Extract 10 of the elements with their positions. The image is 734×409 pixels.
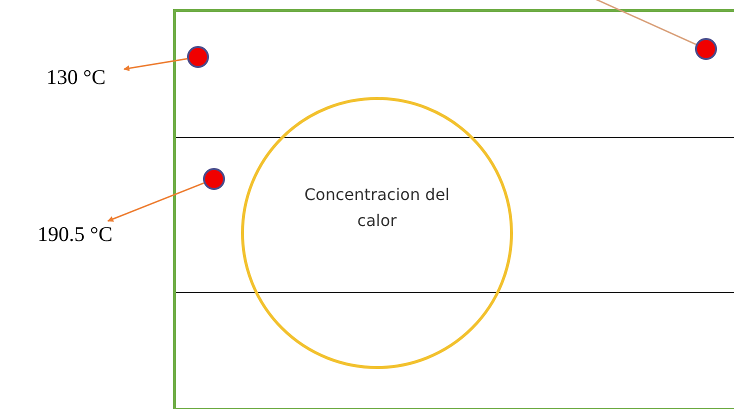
sensor-dot	[695, 38, 717, 60]
arrow	[107, 182, 204, 222]
temperature-label: 130 °C	[46, 64, 106, 90]
plate-rectangle	[173, 9, 734, 409]
zone-label: Concentracion del calor	[303, 184, 451, 232]
sensor-dot	[187, 46, 209, 68]
sensor-dot	[203, 168, 225, 190]
heat-zone-circle	[241, 97, 513, 369]
temperature-label: 190.5 °C	[38, 222, 112, 246]
arrow	[123, 58, 188, 72]
